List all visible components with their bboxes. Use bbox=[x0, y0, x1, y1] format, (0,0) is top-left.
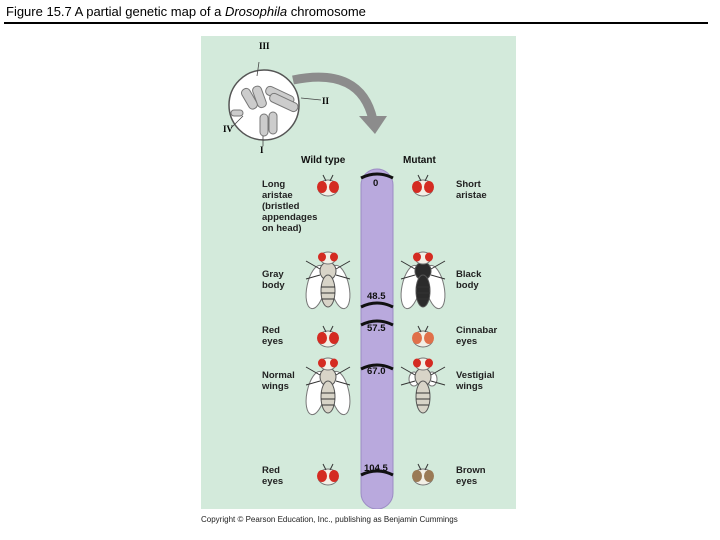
locus-position-3: 67.0 bbox=[367, 366, 386, 377]
figure-graphics bbox=[228, 61, 446, 509]
fly-vestigial-wings bbox=[400, 357, 446, 414]
locus-band-4 bbox=[360, 469, 394, 477]
trait-wild-eye-color-2: Red eyes bbox=[262, 465, 284, 487]
title-suffix: chromosome bbox=[287, 4, 366, 19]
mutant-header: Mutant bbox=[403, 155, 436, 166]
fly-head-brown-eyes bbox=[412, 463, 434, 486]
trait-mutant-body: Black body bbox=[456, 269, 482, 291]
locus-position-2: 57.5 bbox=[367, 323, 386, 334]
locus-band-1 bbox=[360, 301, 394, 309]
inset-label-ii: II bbox=[322, 96, 330, 106]
trait-wild-eye-color: Red eyes bbox=[262, 325, 284, 347]
locus-position-1: 48.5 bbox=[367, 291, 386, 302]
fly-normal-wings bbox=[305, 357, 351, 416]
title-prefix: Figure 15.7 A partial genetic map of a bbox=[6, 4, 225, 19]
locus-position-0: 0 bbox=[373, 178, 379, 189]
chromosome-iv-pair bbox=[230, 109, 244, 117]
title-divider bbox=[4, 22, 708, 24]
inset-label-iv: IV bbox=[223, 124, 234, 134]
trait-mutant-eye-color: Cinnabar eyes bbox=[456, 325, 498, 347]
loci-group bbox=[360, 172, 394, 477]
fly-black-body bbox=[400, 251, 446, 310]
zoom-arrow bbox=[292, 72, 378, 122]
fly-head-long-aristae bbox=[317, 174, 339, 197]
zoom-arrow-head bbox=[359, 116, 387, 134]
chromosome-bar bbox=[360, 168, 394, 509]
locus-band-3 bbox=[360, 363, 394, 371]
trait-wild-body: Gray body bbox=[262, 269, 285, 291]
inset-label-iii: III bbox=[259, 41, 270, 51]
fly-gray-body bbox=[305, 251, 351, 310]
fly-head-red-eyes-2 bbox=[317, 463, 339, 486]
locus-band-0 bbox=[360, 172, 394, 180]
fly-head-short-aristae bbox=[412, 174, 434, 197]
title-italic: Drosophila bbox=[224, 4, 288, 19]
fly-head-cinnabar-eyes bbox=[412, 325, 434, 348]
trait-wild-wings: Normal wings bbox=[262, 370, 295, 392]
chromosome-inset bbox=[228, 61, 322, 146]
locus-band-2 bbox=[360, 319, 394, 327]
flies-group bbox=[305, 174, 446, 486]
trait-mutant-eye-color-2: Brown eyes bbox=[456, 465, 486, 487]
wild-type-header: Wild type bbox=[301, 155, 346, 166]
trait-mutant-wings: Vestigial wings bbox=[456, 370, 495, 392]
copyright-notice: Copyright © Pearson Education, Inc., pub… bbox=[201, 515, 458, 524]
fly-head-red-eyes bbox=[317, 325, 339, 348]
chromosome-i-pair bbox=[259, 113, 269, 137]
chromosome-iii-pair bbox=[241, 87, 258, 110]
inset-label-i: I bbox=[260, 145, 264, 155]
trait-mutant-aristae: Short aristae bbox=[456, 179, 487, 201]
locus-position-4: 104.5 bbox=[364, 463, 388, 474]
page-title: Figure 15.7 A partial genetic map of a D… bbox=[6, 4, 366, 19]
trait-wild-aristae: Long aristae (bristled appendages on hea… bbox=[262, 179, 318, 234]
genetic-map-figure: Wild type Mutant Long aristae (bristled … bbox=[201, 36, 516, 509]
